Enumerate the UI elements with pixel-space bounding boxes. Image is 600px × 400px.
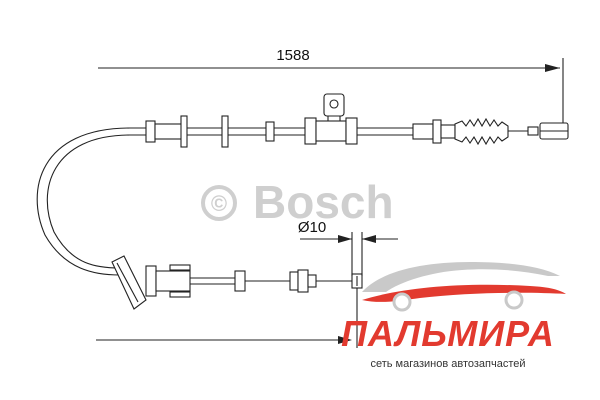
cable-sheath: [36, 127, 440, 276]
rubber-boot: [454, 117, 509, 146]
upper-fittings: [145, 93, 456, 148]
bracket-base-right: [345, 117, 358, 145]
bracket-base-left: [304, 117, 317, 145]
clip-2: [221, 115, 229, 148]
bottom-dimension-line: [96, 288, 358, 348]
clip-1: [180, 115, 188, 148]
copyright-circle-icon: [201, 185, 237, 221]
lower-sleeve: [145, 265, 157, 297]
dealer-logo: ПАЛЬМИРА сеть магазинов автозапчастей: [341, 262, 566, 370]
lower-fitting-2: [297, 269, 309, 293]
length-dimension: 1588: [98, 47, 564, 130]
end-fitting-neck: [440, 124, 456, 139]
end-fitting-flange: [432, 119, 442, 144]
lower-assembly: [111, 255, 363, 310]
clip-3: [265, 121, 275, 142]
length-dimension-label: 1588: [276, 47, 309, 64]
dealer-logo-tagline: сеть магазинов автозапчастей: [370, 358, 525, 370]
car-swoosh-icon: [362, 284, 566, 302]
copyright-symbol: ©: [211, 191, 227, 216]
end-fitting: [412, 123, 434, 140]
bracket-hole-icon: [329, 99, 339, 109]
bracket-body: [315, 120, 347, 142]
dealer-logo-name: ПАЛЬМИРА: [341, 313, 555, 354]
car-silhouette-icon: [362, 262, 560, 292]
cable-end-terminal: [508, 122, 569, 140]
diameter-dimension-label: Ø10: [298, 219, 326, 236]
lower-body: [155, 270, 191, 292]
sleeve-2: [154, 123, 184, 140]
lower-fitting-1: [234, 270, 246, 292]
watermark-brand: Bosch: [253, 176, 394, 228]
diameter-dimension: Ø10: [298, 219, 398, 276]
sleeve-1: [145, 120, 156, 143]
bosch-watermark: © Bosch: [201, 176, 394, 228]
